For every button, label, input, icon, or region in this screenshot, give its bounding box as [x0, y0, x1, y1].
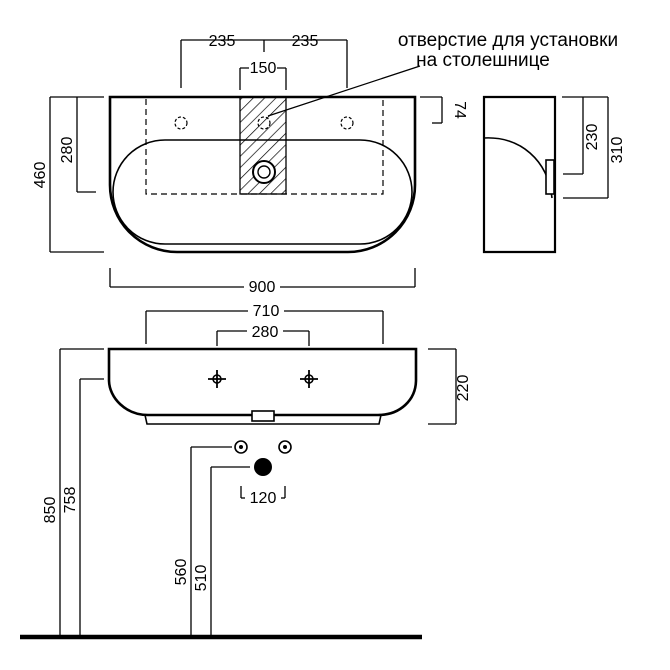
dim-850-758 — [59, 348, 104, 636]
fixing-hole-left — [208, 370, 226, 388]
dim-label-280-front: 280 — [252, 324, 279, 341]
dim-label-74: 74 — [451, 101, 468, 119]
drain-outlet-front — [251, 410, 275, 422]
dim-235-235 — [180, 39, 348, 88]
side-drain-fitting — [545, 159, 555, 195]
annotation-line-2: на столешнице — [416, 50, 550, 71]
dim-120 — [240, 486, 286, 499]
front-view: 710 280 220 — [20, 300, 472, 640]
dim-label-560: 560 — [173, 559, 190, 586]
fixing-hole-right — [300, 370, 318, 388]
basin-outline-front — [107, 347, 418, 417]
dim-label-850: 850 — [42, 497, 59, 524]
basin-outline-side — [482, 95, 557, 254]
dim-label-280: 280 — [59, 137, 76, 164]
dim-label-510: 510 — [193, 565, 210, 592]
dim-74 — [420, 96, 443, 124]
pedestal-base — [144, 414, 382, 425]
dim-label-235-left: 235 — [209, 33, 236, 50]
annotation-leader — [267, 65, 421, 117]
dim-label-230: 230 — [584, 124, 601, 151]
dim-label-235-right: 235 — [292, 33, 319, 50]
dim-label-120: 120 — [250, 490, 277, 507]
dim-label-220: 220 — [455, 375, 472, 402]
dim-label-900: 900 — [249, 279, 276, 296]
inner-bowl — [112, 139, 413, 245]
tap-hole-center — [257, 116, 271, 130]
dim-560-510 — [190, 446, 250, 636]
tap-hole-right — [340, 116, 354, 130]
water-connection-right — [278, 440, 292, 454]
waste-connection — [254, 458, 272, 476]
dim-220 — [428, 348, 457, 425]
water-connection-left — [234, 440, 248, 454]
top-view: 235 235 150 74 280 460 — [32, 33, 468, 296]
dim-230-310 — [562, 96, 609, 199]
dim-label-758: 758 — [62, 487, 79, 514]
dim-label-310: 310 — [609, 137, 626, 164]
annotation-line-1: отверстие для установки — [398, 30, 618, 51]
dim-label-460: 460 — [32, 162, 49, 189]
side-view: 230 310 — [482, 95, 626, 254]
drain-inner — [257, 165, 271, 179]
tap-hole-left — [174, 116, 188, 130]
dim-280-460 — [49, 96, 104, 253]
dim-label-710: 710 — [253, 303, 280, 320]
dim-label-150: 150 — [250, 60, 277, 77]
